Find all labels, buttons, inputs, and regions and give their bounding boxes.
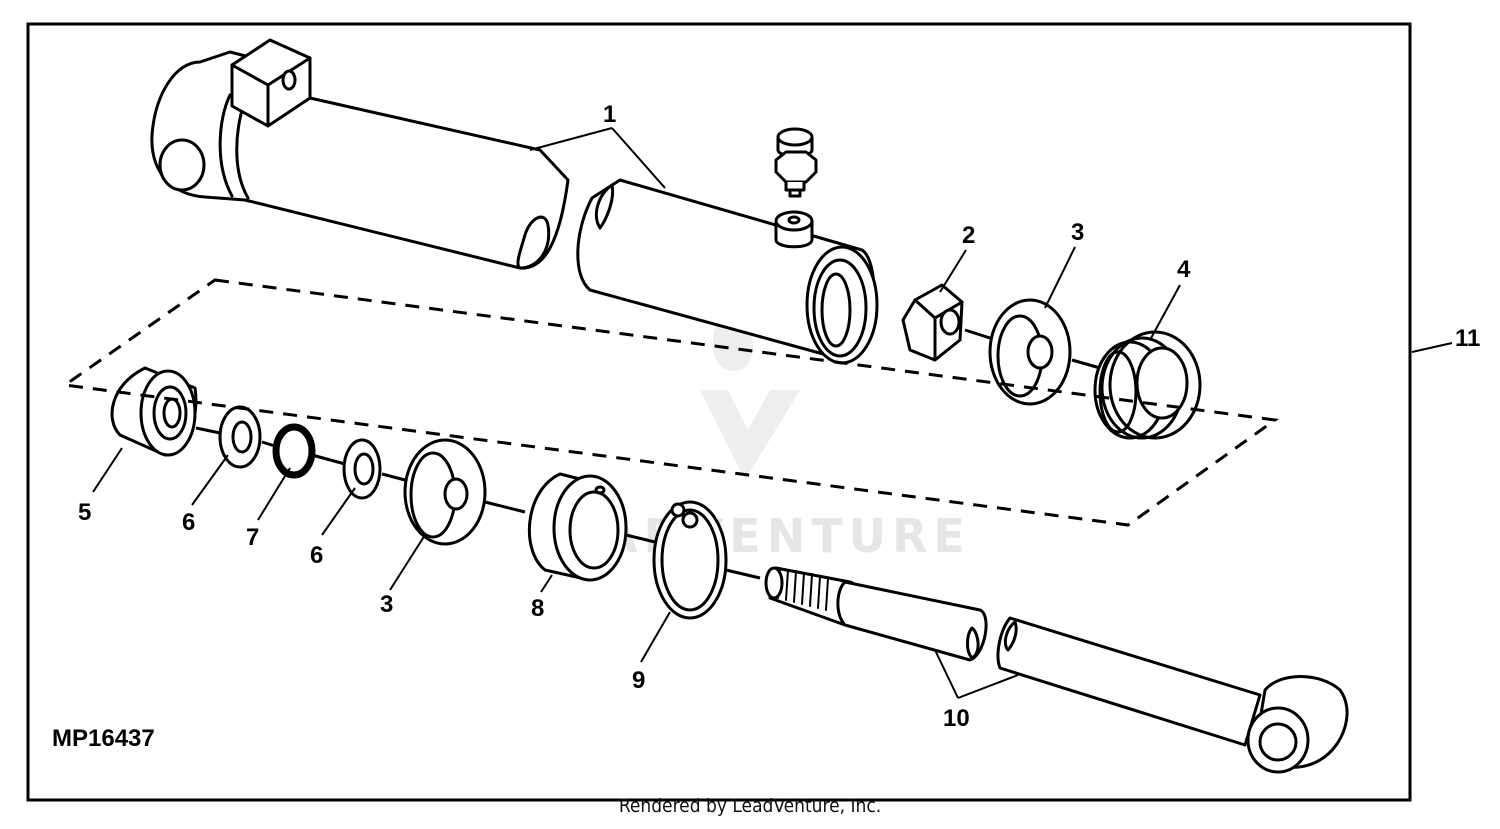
washer-b xyxy=(342,438,382,500)
o-ring xyxy=(272,423,316,479)
callout-4: 4 xyxy=(1177,256,1191,283)
callout-11: 11 xyxy=(1455,325,1480,352)
leader-10 xyxy=(934,649,1019,699)
leader-11 xyxy=(1411,342,1453,353)
callout-7: 7 xyxy=(246,524,259,551)
callout-10: 10 xyxy=(943,705,970,732)
seal-kit-outline xyxy=(60,278,1279,527)
gland xyxy=(110,366,198,457)
piston-upper xyxy=(988,298,1072,406)
callout-3-upper: 3 xyxy=(1071,219,1084,246)
callout-6b: 6 xyxy=(310,542,323,569)
leader-3-lower xyxy=(389,534,426,591)
leader-9 xyxy=(640,611,671,663)
cylinder-barrel-front xyxy=(576,178,879,365)
callout-5: 5 xyxy=(78,499,91,526)
callout-1: 1 xyxy=(603,101,616,128)
bleeder-screw xyxy=(774,127,818,198)
leader-8 xyxy=(540,574,553,593)
snap-ring xyxy=(652,500,728,620)
callout-2: 2 xyxy=(962,222,975,249)
callout-6a: 6 xyxy=(182,509,195,536)
diagram-border xyxy=(26,22,1412,802)
callout-8: 8 xyxy=(531,595,544,622)
leader-6b xyxy=(321,487,356,536)
bushing xyxy=(527,472,628,582)
leader-4 xyxy=(1149,284,1181,341)
cylinder-barrel-rear xyxy=(150,38,570,270)
piston-rod xyxy=(764,566,1349,774)
hex-nut xyxy=(901,283,964,362)
leader-1 xyxy=(529,127,666,189)
leader-5 xyxy=(92,447,123,493)
axis-line-lower xyxy=(195,426,761,580)
leader-7 xyxy=(257,467,291,521)
piston-lower xyxy=(403,438,487,546)
axis-line-upper xyxy=(964,328,1101,370)
diagram-code: MP16437 xyxy=(52,725,155,752)
leader-6a xyxy=(191,454,229,506)
leader-2 xyxy=(939,249,967,293)
leader-3-upper xyxy=(1044,246,1076,309)
piston-seal xyxy=(1093,330,1202,440)
callout-labels: 1 2 3 4 5 6 7 6 3 8 9 10 11 xyxy=(78,101,1480,732)
render-credit: Rendered by LeadVenture, Inc. xyxy=(618,795,882,817)
callout-3-lower: 3 xyxy=(380,591,393,618)
callout-9: 9 xyxy=(632,667,645,694)
